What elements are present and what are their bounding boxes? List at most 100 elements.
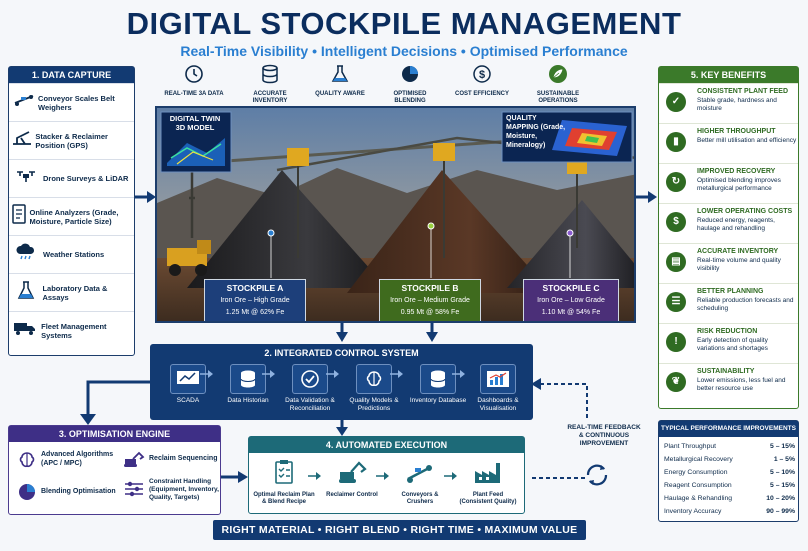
svg-text:$: $ <box>479 69 485 81</box>
planning-icon: ☰ <box>666 292 686 312</box>
warning-icon: ! <box>666 332 686 352</box>
perf-value: 10 – 20% <box>766 495 795 502</box>
check-circle-icon <box>301 370 319 388</box>
inventory-icon: ▤ <box>666 252 686 272</box>
perf-label: Inventory Accuracy <box>664 508 722 515</box>
control-item-inventory-db: Inventory Database <box>402 364 474 405</box>
control-item-label: Quality Models & Predictions <box>349 397 399 412</box>
benefit-desc: Lower emissions, less fuel and better re… <box>697 377 786 392</box>
control-flow-arrows <box>200 370 465 378</box>
perf-label: Reagent Consumption <box>664 482 732 489</box>
stockpile-metric: 0.95 Mt @ 58% Fe <box>400 309 460 316</box>
control-item-quality-models: Quality Models & Predictions <box>338 364 410 413</box>
benefit-desc: Early detection of quality variations an… <box>697 337 768 352</box>
top-feature-cost: $ COST EFFICIENCY <box>450 64 514 98</box>
top-feature-label: ACCURATE INVENTORY <box>252 91 288 104</box>
stockpile-a-card: STOCKPILE A Iron Ore – High Grade 1.25 M… <box>204 279 306 321</box>
top-feature-quality: QUALITY AWARE <box>308 64 372 98</box>
feedback-label: REAL-TIME FEEDBACK & CONTINUOUS IMPROVEM… <box>567 424 641 447</box>
page-subtitle: Real-Time Visibility • Intelligent Decis… <box>180 43 628 59</box>
conveyor-icon <box>407 465 432 483</box>
capture-item-weather: Weather Stations <box>9 235 134 273</box>
flask-icon <box>331 65 349 82</box>
opt-item-label: Constraint Handling (Equipment, Inventor… <box>149 478 219 501</box>
arrow-capture-to-photo <box>135 191 156 203</box>
execution-item-label: Optimal Reclaim Plan & Blend Recipe <box>253 492 315 505</box>
chart-icon <box>487 371 509 387</box>
control-item-scada: SCADA <box>152 364 224 405</box>
stockpile-grade: Iron Ore – Low Grade <box>537 297 605 304</box>
clock-icon <box>185 65 203 83</box>
benefit-desc: Real-time volume and quality visibility <box>697 257 781 272</box>
execution-item-plan: Optimal Reclaim Plan & Blend Recipe <box>253 459 315 506</box>
top-feature-label: SUSTAINABLE OPERATIONS <box>536 91 580 104</box>
benefit-desc: Better mill utilisation and efficiency <box>697 137 797 144</box>
benefit-item: ▤ ACCURATE INVENTORY Real-time volume and … <box>659 243 798 282</box>
page-title: DIGITAL STOCKPILE MANAGEMENT <box>126 6 682 41</box>
arrow-photo-to-benefits <box>636 191 657 203</box>
capture-label: Fleet Management Systems <box>41 321 107 340</box>
capture-label: Online Analyzers (Grade, Moisture, Parti… <box>29 207 119 226</box>
top-feature-inventory: ACCURATE INVENTORY <box>238 64 302 105</box>
clipboard-icon <box>275 460 293 484</box>
database-icon <box>262 64 278 84</box>
capture-item-conveyor: Conveyor Scales Belt Weighers <box>9 83 134 121</box>
performance-title: TYPICAL PERFORMANCE IMPROVEMENTS <box>659 421 798 437</box>
benefit-title: LOWER OPERATING COSTS <box>697 208 793 215</box>
capture-item-analyzer: Online Analyzers (Grade, Moisture, Parti… <box>9 197 134 235</box>
benefit-desc: Reduced energy, reagents, haulage and re… <box>697 217 775 232</box>
perf-label: Haulage & Rehandling <box>664 495 733 502</box>
capture-label: Drone Surveys & LiDAR <box>43 174 129 183</box>
execution-item-label: Conveyors & Crushers <box>401 492 439 505</box>
weather-icon <box>16 243 35 260</box>
sliders-icon <box>125 481 143 497</box>
stockpile-grade: Iron Ore – High Grade <box>220 297 290 304</box>
pie-icon <box>402 66 418 82</box>
top-feature-label: QUALITY AWARE <box>315 91 365 97</box>
benefit-title: CONSISTENT PLANT FEED <box>697 88 789 95</box>
stockpile-c-card: STOCKPILE C Iron Ore – Low Grade 1.10 Mt… <box>523 279 619 321</box>
refresh-cycle-icon <box>586 464 608 486</box>
database-icon <box>240 370 256 388</box>
stockpile-name: STOCKPILE C <box>542 283 600 293</box>
brain-icon <box>366 371 382 386</box>
benefit-title: BETTER PLANNING <box>697 288 764 295</box>
automated-execution-panel: 4. AUTOMATED EXECUTION Optimal Reclaim P… <box>248 436 525 514</box>
lab-flask-icon <box>17 281 34 299</box>
integrated-control-system: 2. INTEGRATED CONTROL SYSTEM SCADA Data … <box>150 344 533 420</box>
execution-item-plant-feed: Plant Feed (Consistent Quality) <box>457 459 519 506</box>
stacker-icon <box>13 131 32 145</box>
control-item-label: Data Historian <box>227 397 269 404</box>
optimisation-engine-panel: 3. OPTIMISATION ENGINE Advanced Algorith… <box>8 425 221 515</box>
top-feature-sustainable: SUSTAINABLE OPERATIONS <box>526 64 590 105</box>
benefit-title: ACCURATE INVENTORY <box>697 248 779 255</box>
benefit-title: HIGHER THROUGHPUT <box>697 128 776 135</box>
dollar-icon: $ <box>666 212 686 232</box>
arrow-control-to-execution <box>336 420 348 436</box>
throughput-icon: ▮ <box>666 132 686 152</box>
excavator-icon <box>339 461 367 483</box>
arrow-control-to-optimisation <box>80 380 150 425</box>
recovery-icon: ↻ <box>666 172 686 192</box>
brain-icon <box>19 452 35 468</box>
top-feature-blending: OPTIMISED BLENDING <box>378 64 442 105</box>
benefit-item: $ LOWER OPERATING COSTS Reduced energy, re… <box>659 203 798 242</box>
value-banner: RIGHT MATERIAL • RIGHT BLEND • RIGHT TIM… <box>213 520 586 540</box>
stockpile-grade: Iron Ore – Medium Grade <box>390 297 470 304</box>
capture-label: Stacker & Reclaimer Position (GPS) <box>35 131 108 150</box>
perf-value: 5 – 15% <box>770 443 795 450</box>
perf-value: 90 – 99% <box>766 508 795 515</box>
excavator-icon <box>124 451 145 467</box>
execution-item-label: Reclaimer Control <box>326 492 378 498</box>
table-row: Haulage & Rehandling 10 – 20% <box>664 495 795 502</box>
capture-item-stacker: Stacker & Reclaimer Position (GPS) <box>9 121 134 159</box>
arrow-photo-to-control-left <box>336 322 348 342</box>
stockpile-metric: 1.10 Mt @ 54% Fe <box>541 309 601 316</box>
control-item-label: SCADA <box>176 397 200 404</box>
benefit-title: IMPROVED RECOVERY <box>697 168 776 175</box>
